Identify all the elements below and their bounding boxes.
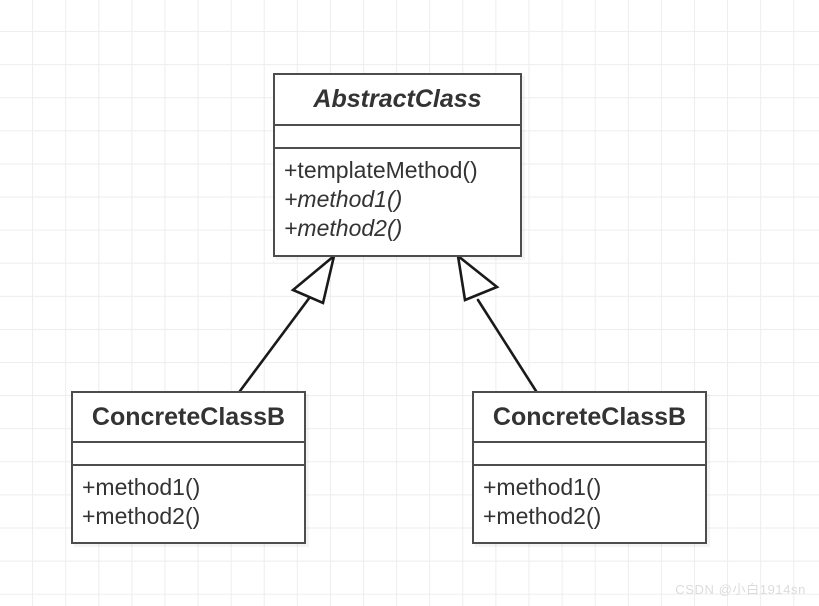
- attributes-compartment-concrete-right: [474, 441, 705, 464]
- uml-class-concrete-left[interactable]: ConcreteClassB +method1() +method2(): [71, 391, 306, 544]
- operations-compartment-concrete-right: +method1() +method2(): [474, 464, 705, 537]
- operation-method2-concrete-right: +method2(): [483, 503, 602, 530]
- class-name-concrete-left: ConcreteClassB: [91, 403, 286, 431]
- operation-method1-concrete-right: +method1(): [483, 474, 602, 500]
- operations-compartment-abstractclass: +templateMethod() +method1() +method2(): [275, 147, 520, 250]
- uml-class-abstractclass[interactable]: AbstractClass +templateMethod() +method1…: [273, 73, 522, 257]
- generalization-line-left: [238, 295, 312, 393]
- operation-template-method: +templateMethod(): [284, 157, 478, 183]
- class-name-abstractclass: AbstractClass: [313, 85, 482, 113]
- generalization-line-right: [476, 298, 538, 393]
- class-name-concrete-right: ConcreteClassB: [492, 403, 687, 431]
- watermark: CSDN @小白1914sn: [675, 582, 806, 597]
- operations-compartment-concrete-left: +method1() +method2(): [73, 464, 304, 537]
- operation-method1-abstract: +method1(): [284, 186, 403, 213]
- operation-method1-concrete-left: +method1(): [82, 474, 201, 500]
- generalization-arrowhead-right: [456, 252, 500, 302]
- attributes-compartment-concrete-left: [73, 441, 304, 464]
- operation-method2-abstract: +method2(): [284, 215, 403, 242]
- attributes-compartment-abstractclass: [275, 124, 520, 147]
- operation-method2-concrete-left: +method2(): [82, 503, 201, 530]
- uml-class-concrete-right[interactable]: ConcreteClassB +method1() +method2(): [472, 391, 707, 544]
- generalization-arrowhead-left: [290, 252, 337, 305]
